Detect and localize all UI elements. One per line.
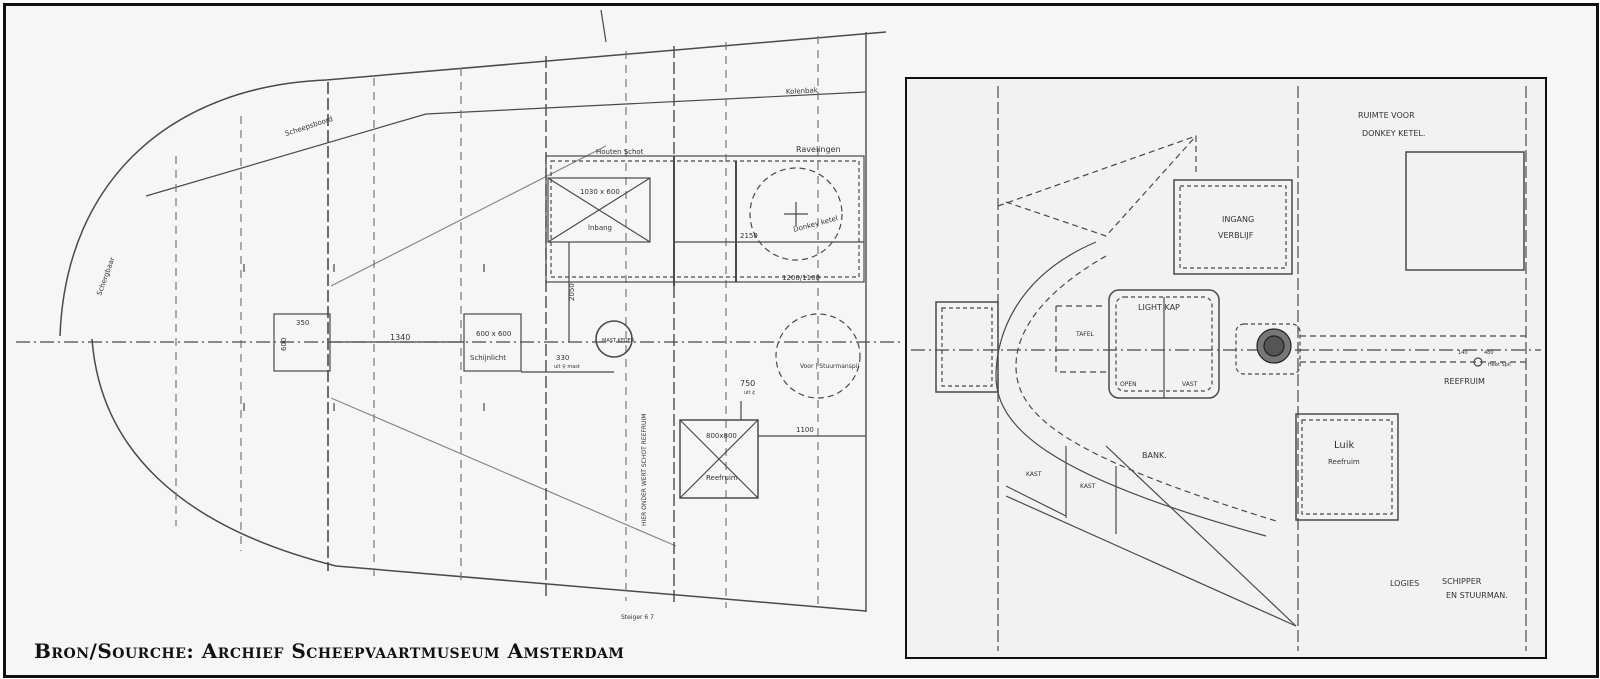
label-schipper: SCHIPPER	[1442, 577, 1482, 586]
label-hatch1-sub: lnbang	[588, 224, 612, 232]
label-stuurman: EN STUURMAN.	[1446, 591, 1508, 600]
label-dim-1340: 1340	[390, 333, 410, 342]
label-box: 600 x 600	[476, 330, 511, 338]
label-heet-spil: Heet Spil	[1488, 362, 1511, 368]
label-kolenbak: Kolenbak	[786, 86, 819, 96]
label-donkey-ketel: DONKEY KETEL.	[1362, 129, 1425, 138]
source-credit: Bron/Sourche: Archief Scheepvaartmuseum …	[34, 639, 625, 663]
label-logies: LOGIES	[1390, 579, 1419, 588]
label-hatch2: 800x800	[706, 432, 737, 440]
label-houten-schot: Houten Schot	[596, 148, 644, 156]
plan-drawing: Scheepsboord Schergbaar Kolenbak Houten …	[16, 9, 1547, 659]
label-sq350: 350	[296, 319, 309, 327]
label-uit-mast: uit ♀ mast	[554, 364, 580, 370]
label-scherg: Schergbaar	[95, 256, 116, 297]
label-uit: uit ¢	[744, 390, 755, 396]
label-mast-keuer: MAST KEUER	[602, 338, 635, 344]
label-luik: Luik	[1334, 440, 1355, 451]
label-scheepsboord: Scheepsboord	[284, 115, 334, 138]
label-steiger: Steiger 6 7	[621, 614, 654, 621]
label-voor-stuur: Voor | Stuurmanspil	[800, 363, 859, 370]
right-plan	[911, 86, 1541, 651]
label-light-kap: LIGHT KAP	[1138, 303, 1180, 312]
label-ruimte: RUIMTE VOOR	[1358, 111, 1415, 120]
label-dim-2150: 2150	[740, 232, 758, 240]
label-dim-480: 480	[1484, 350, 1494, 356]
label-bank: BANK.	[1142, 451, 1167, 460]
label-dim-330: 330	[556, 354, 569, 362]
label-vertical-note: HIER ONDER WERT SCHOT REEFRUIM	[641, 414, 648, 526]
label-pipe: 1200/1100	[782, 274, 820, 282]
label-sq600: 600	[280, 338, 288, 351]
label-dim-2050: 2050	[568, 283, 576, 301]
label-donkey: Donkey ketel	[792, 214, 838, 234]
label-ravelingen: Ravelingen	[796, 145, 841, 154]
label-kast-1: KAST	[1026, 471, 1042, 478]
right-plan-panel	[905, 77, 1547, 659]
label-open: OPEN	[1120, 381, 1137, 388]
label-hatch2-sub: Reefruim	[706, 474, 738, 482]
label-hatch1: 1030 x 600	[580, 188, 620, 196]
label-verblijf: VERBLIJF	[1218, 231, 1254, 240]
label-dim-1100: 1100	[796, 426, 814, 434]
label-dim-140: 140	[1458, 350, 1468, 356]
left-plan	[16, 9, 901, 612]
label-vast: VAST	[1182, 381, 1198, 388]
label-schijnlicht: Schijnlicht	[470, 354, 506, 362]
label-ingang: INGANG	[1222, 215, 1254, 224]
drawing-frame: Scheepsboord Schergbaar Kolenbak Houten …	[3, 3, 1599, 678]
label-reefruim: REEFRUIM	[1444, 377, 1485, 386]
label-luik-sub: Reefruim	[1328, 458, 1360, 466]
label-dim-750: 750	[740, 379, 755, 388]
label-kast-2: KAST	[1080, 483, 1096, 490]
label-tafel: TAFEL	[1075, 331, 1095, 338]
